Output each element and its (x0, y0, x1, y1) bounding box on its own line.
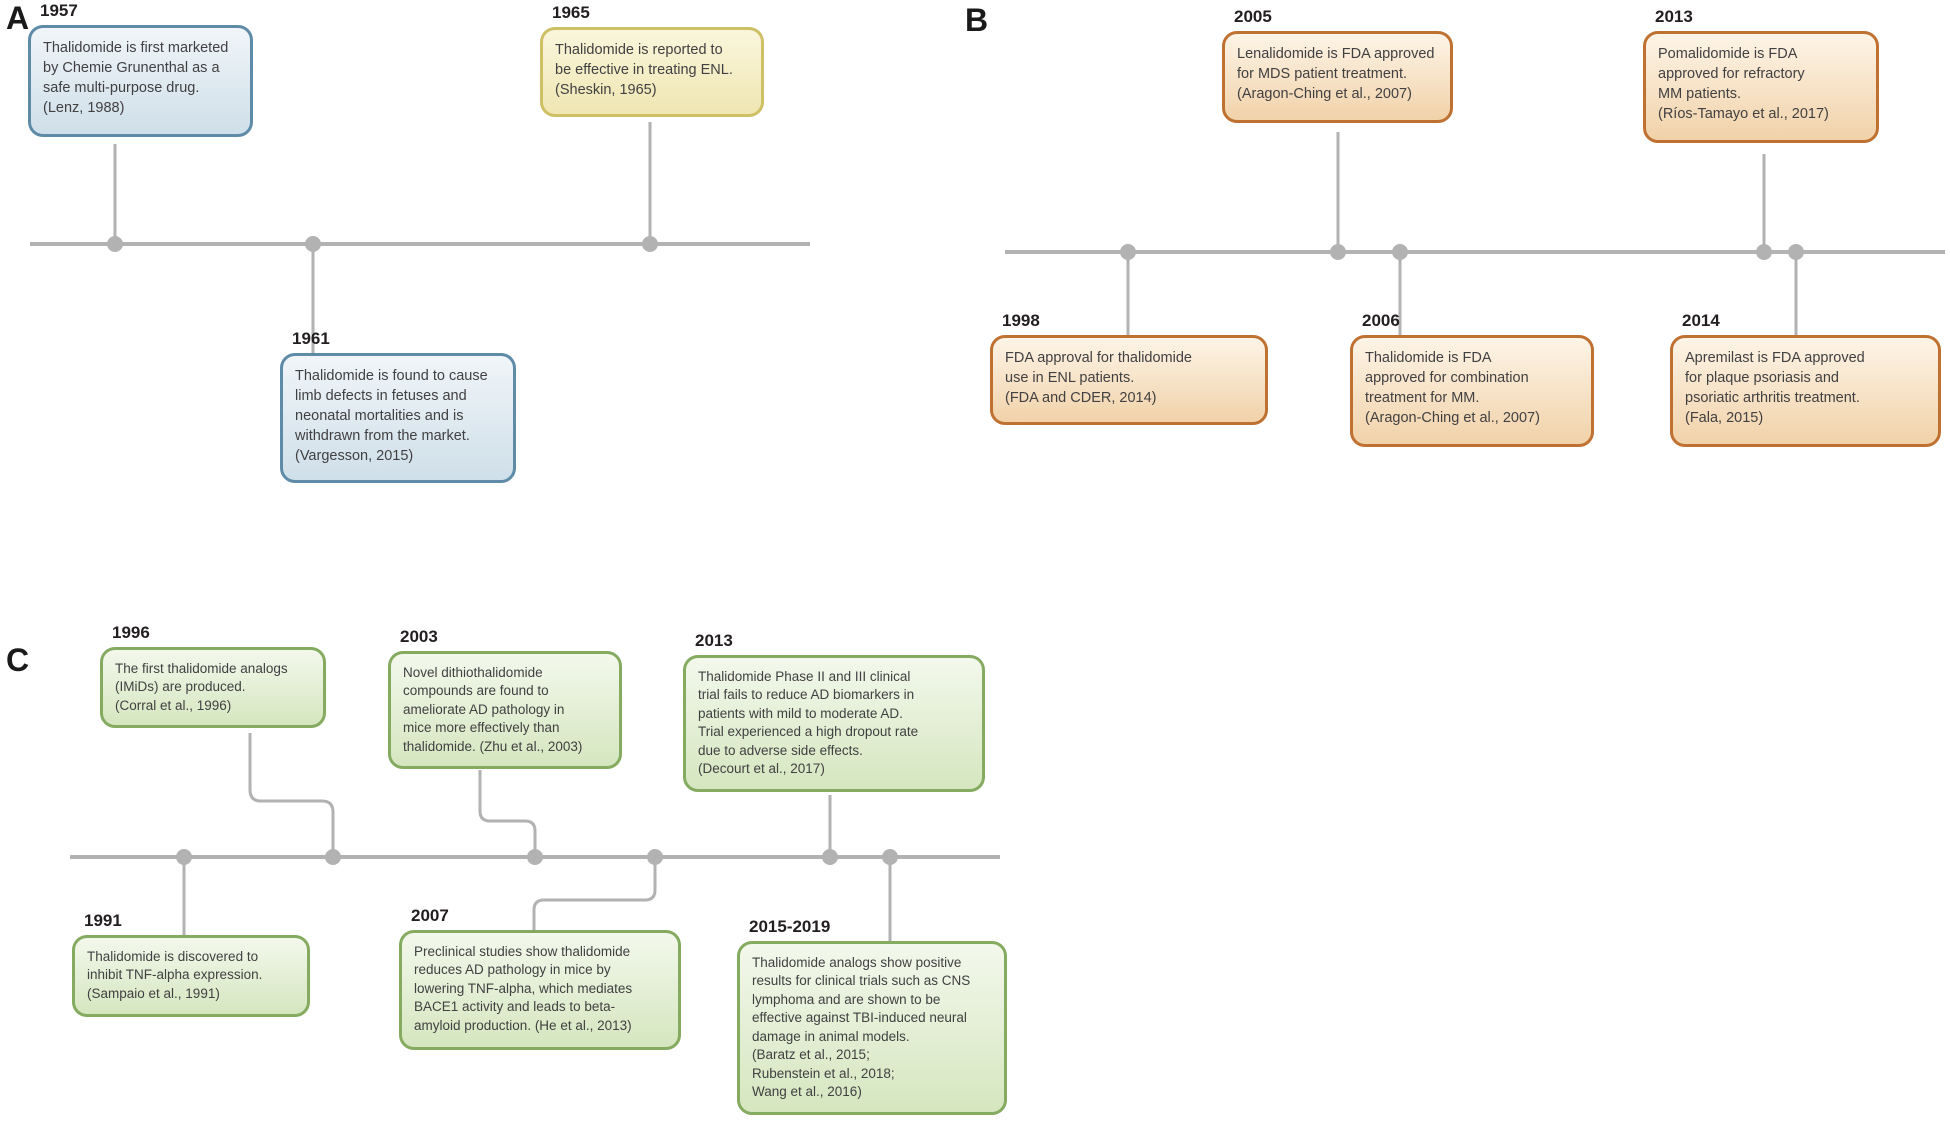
event-year: 2003 (400, 627, 438, 646)
event-box: Thalidomide is reported to be effective … (540, 26, 764, 117)
event-year: 1965 (552, 3, 590, 22)
event-c-2013: 2013 Thalidomide Phase II and III clinic… (683, 631, 985, 792)
event-b-2005: 2005 Lenalidomide is FDA approved for MD… (1222, 7, 1453, 123)
event-year: 2013 (1655, 7, 1693, 26)
event-year: 2006 (1362, 311, 1400, 330)
event-c-1996: 1996 The first thalidomide analogs (IMiD… (100, 623, 326, 729)
event-c-2015-2019: 2015-2019 Thalidomide analogs show posit… (737, 917, 1007, 1115)
event-year: 1957 (40, 1, 78, 20)
event-c-1991: 1991 Thalidomide is discovered to inhibi… (72, 911, 310, 1017)
event-box: Thalidomide is FDA approved for combinat… (1350, 334, 1594, 447)
timeline-a-lines (30, 122, 810, 358)
event-c-2003: 2003 Novel dithiothalidomide compounds a… (388, 627, 622, 770)
event-year: 2005 (1234, 7, 1272, 26)
event-b-1998: 1998 FDA approval for thalidomide use in… (990, 311, 1268, 425)
event-box: Thalidomide is discovered to inhibit TNF… (72, 934, 310, 1017)
event-b-2006: 2006 Thalidomide is FDA approved for com… (1350, 311, 1594, 447)
event-box: Apremilast is FDA approved for plaque ps… (1670, 334, 1941, 447)
event-box: FDA approval for thalidomide use in ENL … (990, 334, 1268, 425)
event-box: Novel dithiothalidomide compounds are fo… (388, 650, 622, 770)
event-box: Preclinical studies show thalidomide red… (399, 929, 681, 1050)
event-box: Thalidomide Phase II and III clinical tr… (683, 654, 985, 792)
event-c-2007: 2007 Preclinical studies show thalidomid… (399, 906, 681, 1050)
panel-c-label: C (6, 642, 30, 678)
event-box: The first thalidomide analogs (IMiDs) ar… (100, 646, 326, 729)
panel-b-label: B (965, 2, 989, 38)
event-year: 1961 (292, 329, 330, 348)
timeline-node-dots (107, 236, 1804, 865)
event-box: Thalidomide is first marketed by Chemie … (28, 24, 253, 137)
timeline-b-lines (1005, 132, 1945, 342)
event-a-1965: 1965 Thalidomide is reported to be effec… (540, 3, 764, 117)
event-year: 2013 (695, 631, 733, 650)
event-b-2014: 2014 Apremilast is FDA approved for plaq… (1670, 311, 1941, 447)
event-year: 2015-2019 (749, 917, 831, 936)
event-year: 1991 (84, 911, 122, 930)
event-year: 1998 (1002, 311, 1040, 330)
event-b-2013: 2013 Pomalidomide is FDA approved for re… (1643, 7, 1879, 143)
event-box: Lenalidomide is FDA approved for MDS pat… (1222, 30, 1453, 123)
event-year: 2014 (1682, 311, 1720, 330)
event-box: Thalidomide analogs show positive result… (737, 940, 1007, 1115)
event-a-1961: 1961 Thalidomide is found to cause limb … (280, 329, 516, 483)
panel-a-label: A (6, 0, 30, 36)
event-a-1957: 1957 Thalidomide is first marketed by Ch… (28, 1, 253, 137)
event-box: Pomalidomide is FDA approved for refract… (1643, 30, 1879, 143)
event-year: 1996 (112, 623, 150, 642)
event-year: 2007 (411, 906, 449, 925)
event-box: Thalidomide is found to cause limb defec… (280, 352, 516, 483)
